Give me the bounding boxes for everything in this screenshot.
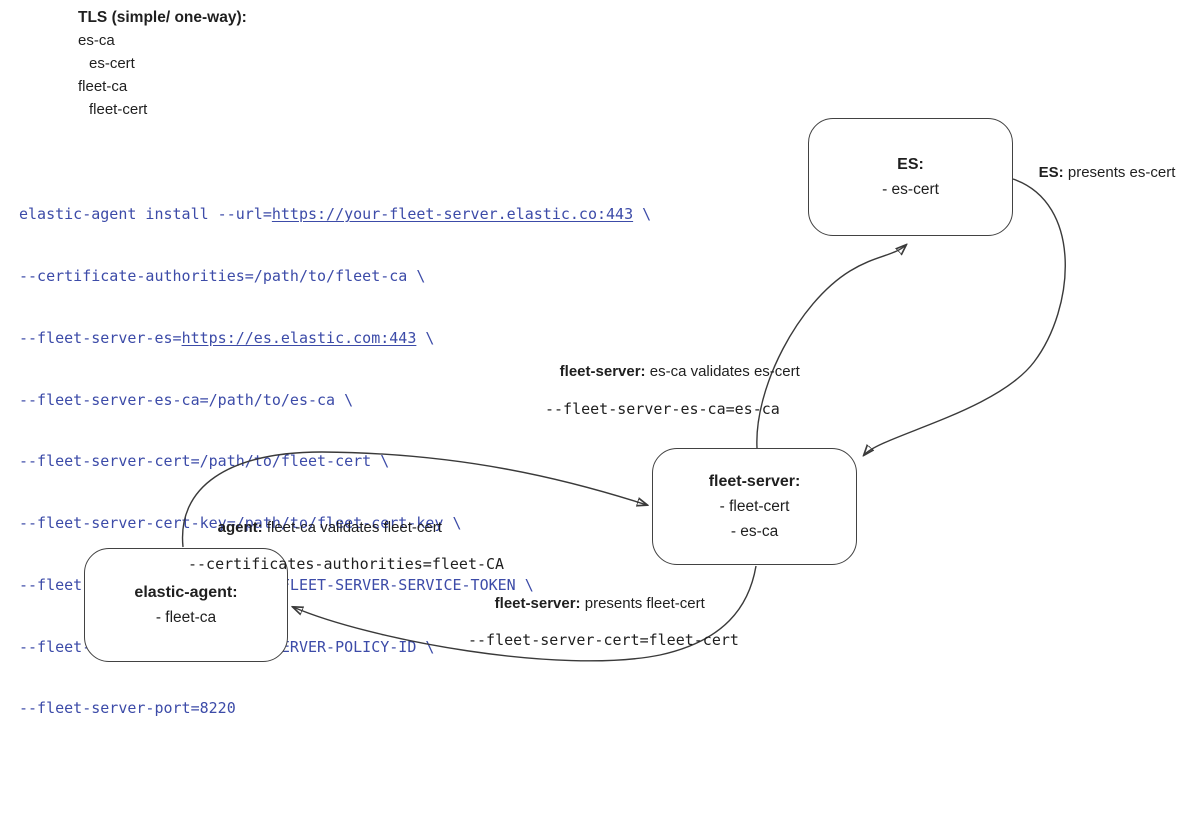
command-line: --fleet-server-cert=/path/to/fleet-cert … (19, 451, 651, 472)
node-fleet-server-item: - es-ca (730, 523, 779, 540)
node-fleet-server-item: - fleet-cert (719, 498, 790, 515)
command-text: --fleet-server-es= (19, 328, 182, 347)
command-text: --fleet-server-port=8220 (19, 699, 236, 718)
legend-item-es-ca: es-ca (78, 32, 115, 49)
node-elastic-agent: elastic-agent: - fleet-ca (84, 548, 288, 662)
legend-items: es-ca es-cert fleet-ca fleet-cert (78, 29, 247, 121)
edge-label-text: es-ca validates es-cert (645, 363, 800, 380)
legend-item-fleet-cert: fleet-cert (89, 101, 148, 118)
legend-item-es-cert: es-cert (89, 55, 135, 72)
arrow-agent-to-fleet-server (181, 451, 647, 548)
arrow-es-to-fleet-server (864, 178, 1066, 455)
edge-label-line: fleet-server: presents fleet-cert (495, 595, 705, 612)
edge-label-bold: fleet-server: (494, 595, 581, 612)
command-line: --fleet-server-es-ca=/path/to/es-ca \ (19, 390, 651, 411)
command-line: --fleet-server-port=8220 (19, 698, 651, 719)
edge-label-line: agent: fleet-ca validates fleet-cert (218, 519, 442, 536)
command-text: --fleet-server-cert=/path/to/fleet-cert … (19, 452, 390, 471)
command-text: --fleet-server-es-ca=/path/to/es-ca \ (19, 390, 354, 409)
node-es: ES: - es-cert (808, 118, 1013, 236)
legend-title: TLS (simple/ one-way): (78, 9, 247, 26)
edge-label-bold: ES: (1038, 164, 1064, 181)
command-line: --fleet-server-cert-key=/path/to/fleet-c… (19, 513, 651, 534)
node-fleet-server: fleet-server: - fleet-cert - es-ca (652, 448, 857, 565)
legend-item-fleet-ca: fleet-ca (78, 78, 128, 95)
edge-label-fleet-validates: fleet-server: es-ca validates es-cert --… (543, 345, 800, 455)
command-text: \ (416, 328, 435, 347)
command-text: elastic-agent install --url= (19, 205, 272, 224)
command-text: --fleet-server-cert-key=/path/to/fleet-c… (19, 514, 462, 533)
edge-label-text: presents es-cert (1063, 164, 1176, 181)
command-text: \ (633, 205, 652, 224)
es-url-link[interactable]: https://es.elastic.com:443 (181, 328, 417, 347)
node-es-title: ES: (897, 156, 924, 173)
node-fleet-server-title: fleet-server: (708, 473, 801, 490)
command-line: --certificate-authorities=/path/to/fleet… (19, 266, 651, 287)
edge-label-text: fleet-ca validates fleet-cert (262, 519, 442, 536)
edge-label-fleet-presents: fleet-server: presents fleet-cert --flee… (468, 577, 739, 686)
tls-legend: TLS (simple/ one-way): es-ca es-cert fle… (78, 6, 247, 121)
command-line: elastic-agent install --url=https://your… (19, 204, 651, 225)
arrow-fleet-server-to-agent (293, 565, 757, 662)
arrow-fleet-server-to-es (756, 245, 906, 449)
command-line: --fleet-server-es=https://es.elastic.com… (19, 328, 651, 349)
node-elastic-agent-item: - fleet-ca (155, 609, 217, 626)
edge-label-line: fleet-server: es-ca validates es-cert (560, 363, 800, 380)
edge-label-bold: fleet-server: (559, 363, 646, 380)
edge-label-es-presents: ES: presents es-cert (1022, 146, 1176, 200)
edge-label-code: --certificates-authorities=fleet-CA (188, 555, 505, 573)
edge-label-text: presents fleet-cert (580, 595, 705, 612)
edge-label-agent-validates: agent: fleet-ca validates fleet-cert --c… (188, 501, 504, 610)
node-es-item: - es-cert (882, 181, 939, 198)
install-command-block: elastic-agent install --url=https://your… (19, 163, 651, 760)
edge-label-bold: agent: (217, 519, 263, 536)
edge-label-code: --fleet-server-cert=fleet-cert (468, 631, 739, 649)
fleet-server-url-link[interactable]: https://your-fleet-server.elastic.co:443 (271, 205, 634, 224)
node-elastic-agent-title: elastic-agent: (134, 584, 238, 601)
command-text: --certificate-authorities=/path/to/fleet… (19, 266, 426, 285)
edge-label-code: --fleet-server-es-ca=es-ca (545, 400, 780, 418)
